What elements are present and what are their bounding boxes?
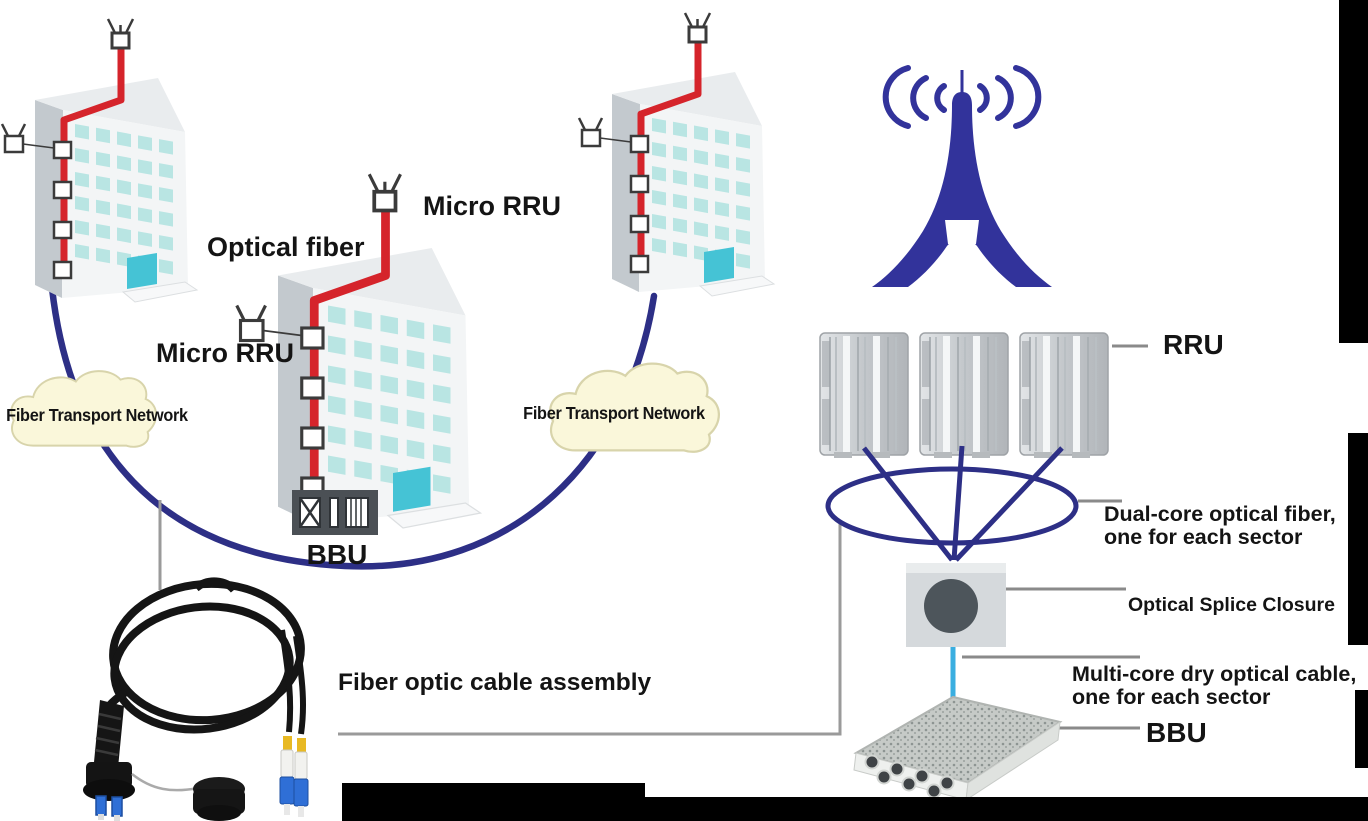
optical-splice-closure-label: Optical Splice Closure [1128, 594, 1335, 616]
redaction-bar [342, 783, 645, 821]
fiber-cable-photo [83, 577, 309, 821]
bbu-device-icon [853, 695, 1063, 802]
sector-fiber-cone [825, 445, 1122, 562]
multi-core-cable-line2: one for each sector [1072, 685, 1271, 710]
cell-tower-icon [872, 65, 1052, 287]
splice-closure-icon [906, 563, 1126, 647]
building-icon [2, 19, 197, 302]
multi-core-cable-line1: Multi-core dry optical cable, [1072, 662, 1357, 686]
fiber-transport-network-label: Fiber Transport Network [523, 403, 705, 423]
redaction-bar [1339, 0, 1368, 343]
micro-rru-label: Micro RRU [156, 338, 295, 368]
bbu-box-icon [292, 490, 378, 535]
dual-core-fiber-line2: one for each sector [1104, 525, 1303, 550]
dual-core-fiber-label: Dual-core optical fiber, one for each se… [1104, 502, 1336, 550]
redaction-bar [1355, 690, 1368, 768]
redaction-bar [1348, 433, 1368, 645]
dual-core-fiber-line1: Dual-core optical fiber, [1104, 502, 1336, 526]
building-icon [579, 13, 774, 296]
optical-fiber-label: Optical fiber [207, 232, 365, 262]
redaction-bar [645, 797, 1368, 821]
photo-leader-lines [158, 500, 842, 736]
bbu-building-label: BBU [306, 539, 368, 570]
cable-assembly-label: Fiber optic cable assembly [338, 669, 652, 696]
bbu-site-label: BBU [1146, 717, 1207, 748]
micro-rru-label: Micro RRU [423, 191, 562, 221]
multi-core-cable-label: Multi-core dry optical cable, one for ea… [1072, 662, 1357, 710]
fiber-transport-network-label: Fiber Transport Network [6, 405, 188, 425]
rru-unit-icon [819, 332, 1148, 459]
rru-label: RRU [1163, 329, 1224, 360]
